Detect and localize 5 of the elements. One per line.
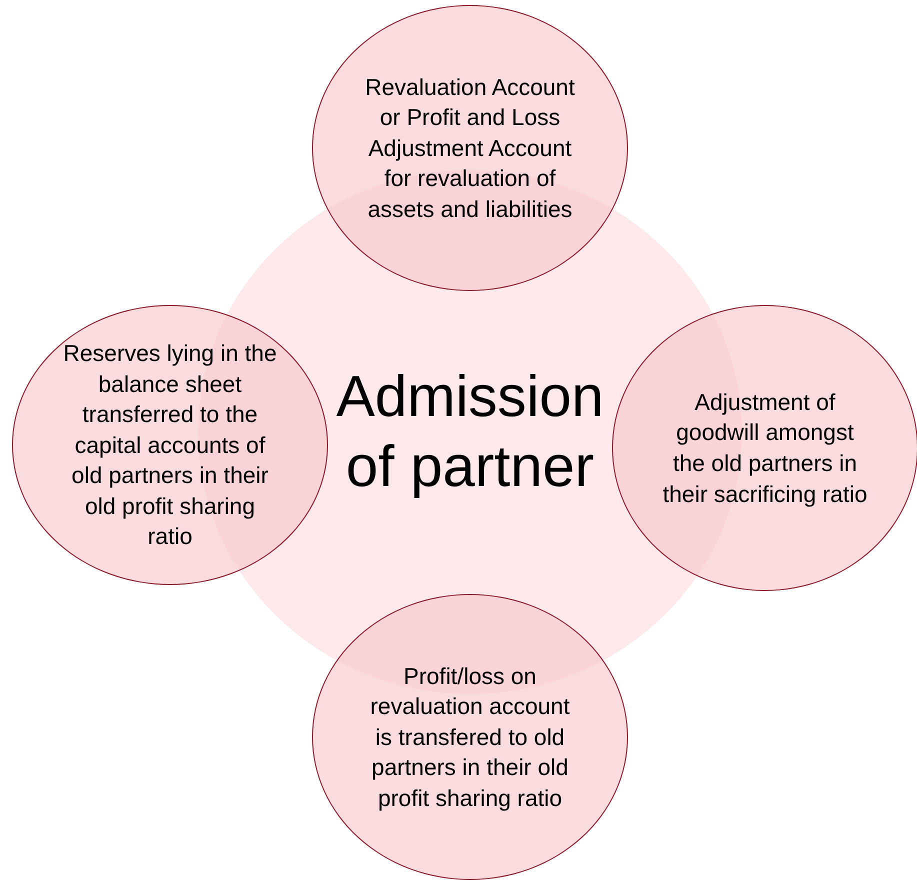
node-label: Adjustment of goodwill amongst the old partners in their sacrificing ratio	[662, 388, 868, 509]
center-title: Admission of partner	[335, 363, 605, 501]
node-label: Reserves lying in the balance sheet transferred to the capital accounts of old partners in their old profit sharing ratio	[62, 338, 278, 552]
node-label: Revaluation Account or Profit and Loss Adjustment Account for revaluation of assets and liabilities	[364, 72, 576, 224]
node-label: Profit/loss on revaluation account is transfered to old partners in their old profit sharing ratio	[370, 662, 570, 813]
